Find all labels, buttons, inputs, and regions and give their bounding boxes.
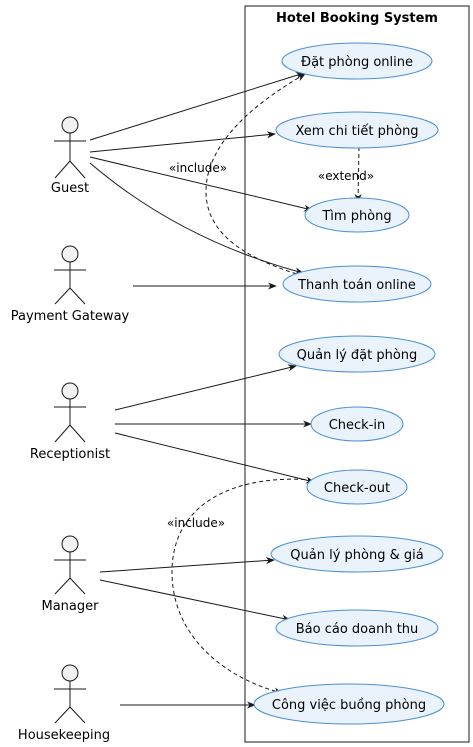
system-boundary (244, 5, 470, 743)
actor-label: Manager (42, 599, 100, 614)
include-dat-phong-thanh-toan (205, 73, 306, 277)
association-guest-tim-phong (89, 156, 313, 212)
association-receptionist-quan-ly-dat-phong (114, 364, 297, 411)
use-case-shape (282, 265, 432, 303)
association-guest-dat-phong (89, 71, 305, 141)
use-case-tim-phong[interactable]: Tìm phòng (304, 197, 410, 233)
dashed-relations (171, 73, 362, 695)
actor-icon (61, 382, 79, 400)
use-case-label: Đặt phòng online (301, 55, 413, 70)
use-case-shape (278, 335, 436, 373)
use-case-label: Quản lý phòng & giá (290, 548, 423, 563)
use-case-check-out[interactable]: Check-out (306, 469, 408, 505)
use-case-shape (275, 609, 439, 647)
actor-icon (61, 664, 79, 682)
use-case-shape (310, 406, 404, 442)
use-case-check-in[interactable]: Check-in (310, 406, 404, 442)
actor-receptionist[interactable]: Receptionist (30, 382, 110, 462)
use-case-shape (304, 197, 410, 233)
use-case-quan-ly-phong-gia[interactable]: Quản lý phòng & giá (270, 535, 444, 573)
use-case-shape (270, 535, 444, 573)
use-case-label: Thanh toán online (297, 278, 416, 293)
use-case-shape (253, 683, 445, 725)
actor-label: Guest (51, 181, 89, 196)
use-case-bao-cao-doanh-thu[interactable]: Báo cáo doanh thu (275, 609, 439, 647)
association-manager-bao-cao (99, 579, 291, 622)
use-case-quan-ly-dat-phong[interactable]: Quản lý đặt phòng (278, 335, 436, 373)
actor-label: Housekeeping (18, 728, 110, 743)
use-case-label: Báo cáo doanh thu (296, 622, 419, 637)
use-case-xem-chi-tiet-phong[interactable]: Xem chi tiết phòng (275, 111, 439, 149)
include-checkout-cong-viec (171, 478, 313, 695)
actor-label: Payment Gateway (11, 309, 130, 324)
actor-icon (61, 116, 79, 134)
use-case-shape (281, 42, 433, 80)
use-case-label: Công việc buồng phòng (272, 698, 426, 713)
use-case-label: Tìm phòng (321, 209, 391, 224)
include-label-1: «include» (169, 161, 227, 175)
actor-icon (61, 535, 79, 553)
actor-icon (61, 245, 79, 263)
include-label-2: «include» (167, 516, 225, 530)
actor-body (54, 399, 86, 443)
use-case-shape (306, 469, 408, 505)
use-case-cong-viec-buong-phong[interactable]: Công việc buồng phòng (253, 683, 445, 725)
actor-housekeeping[interactable]: Housekeeping (18, 664, 110, 743)
actor-payment-gateway[interactable]: Payment Gateway (11, 245, 130, 324)
use-case-dat-phong-online[interactable]: Đặt phòng online (281, 42, 433, 80)
actor-label: Receptionist (30, 447, 110, 462)
actor-body (54, 552, 86, 595)
association-guest-thanh-toan (89, 162, 304, 275)
use-case-label: Check-in (329, 418, 386, 433)
use-case-label: Check-out (324, 481, 390, 496)
extend-xem-chi-tiet-tim-phong (354, 146, 362, 203)
actor-guest[interactable]: Guest (51, 116, 89, 196)
use-case-thanh-toan-online[interactable]: Thanh toán online (282, 265, 432, 303)
system-title: Hotel Booking System (276, 11, 438, 26)
extend-label: «extend» (318, 169, 374, 183)
use-case-label: Quản lý đặt phòng (297, 348, 418, 363)
actor-body (54, 133, 86, 179)
use-case-label: Xem chi tiết phòng (295, 124, 418, 139)
association-guest-xem-chi-tiet (89, 131, 276, 153)
association-receptionist-checkout (114, 432, 315, 484)
actor-body (54, 681, 86, 724)
use-case-shape (275, 111, 439, 149)
actor-body (54, 262, 86, 305)
association-manager-quan-ly-phong (99, 556, 275, 573)
actor-manager[interactable]: Manager (42, 535, 100, 614)
associations (89, 71, 315, 709)
